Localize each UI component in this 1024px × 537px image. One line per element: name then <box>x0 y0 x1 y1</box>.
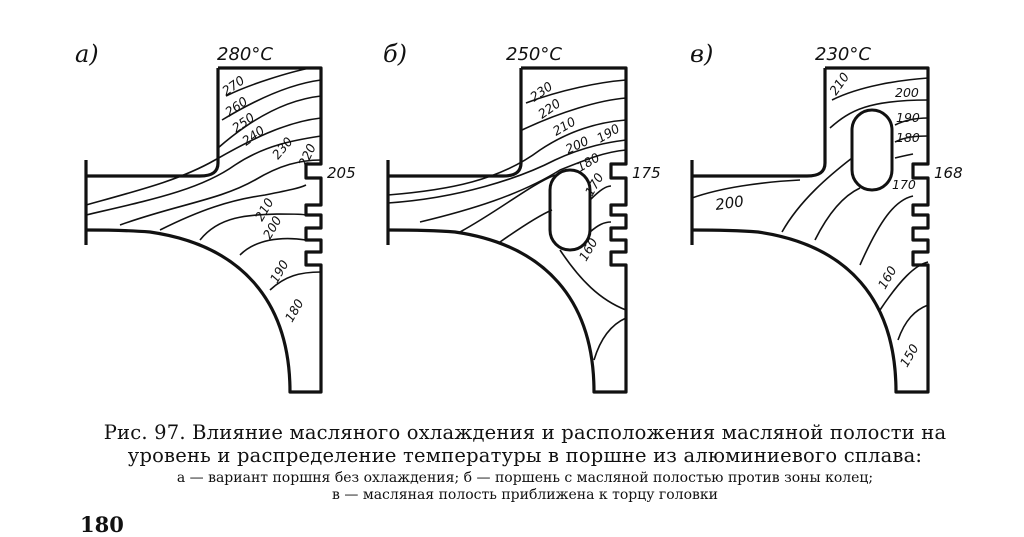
panel-a-side-temp: 205 <box>327 164 356 182</box>
panel-c-piston-outline <box>691 66 930 394</box>
panel-b-crown-edge <box>388 68 523 178</box>
isotherm-label: 270 <box>219 72 247 98</box>
legend-line: в — масляная полость приближена к торцу … <box>332 487 718 503</box>
isotherm-label: 230 <box>269 134 296 162</box>
panel-c-isotherm-labels: 210 200 190 180 170 200 160 150 <box>714 70 921 370</box>
isotherm-label: 180 <box>896 130 920 145</box>
panel-c-letter: в) <box>690 40 713 68</box>
panel-a-piston-outline <box>85 66 323 394</box>
isotherm-label: 190 <box>896 110 920 125</box>
legend-line: а — вариант поршня без охлаждения; б — п… <box>176 470 874 486</box>
panel-b-isotherms <box>387 79 627 361</box>
panel-b-side-temp: 175 <box>632 164 661 182</box>
panel-b-top-temp: 250°C <box>506 44 562 65</box>
isotherm-label: 180 <box>574 150 602 175</box>
panel-a-crown-edge <box>86 68 220 178</box>
isotherm-label: 190 <box>267 257 292 285</box>
isotherm-label: 210 <box>550 114 578 139</box>
panel-a: а) 280°C 205 270 260 250 240 230 220 210… <box>75 40 356 394</box>
isotherm-label: 180 <box>282 296 307 324</box>
panel-c-oil-cavity <box>850 108 894 192</box>
caption-line: Рис. 97. Влияние масляного охлаждения и … <box>103 421 947 444</box>
isotherm-label: 150 <box>897 341 922 369</box>
panel-b-piston-outline <box>387 66 628 394</box>
panel-c: в) 230°C 168 210 200 190 180 170 200 <box>690 40 963 394</box>
panel-b: б) 250°C 175 230 220 210 200 190 180 <box>383 40 661 394</box>
isotherm-label: 170 <box>892 177 916 192</box>
isotherm-label: 200 <box>895 85 919 100</box>
panel-c-top-temp: 230°C <box>815 44 871 65</box>
panel-c-crown-edge <box>692 68 827 178</box>
panel-b-oil-cavity <box>548 168 592 252</box>
panel-a-letter: а) <box>75 40 99 68</box>
panel-b-letter: б) <box>383 40 407 68</box>
caption-line: уровень и распределение температуры в по… <box>127 444 923 467</box>
page-number: 180 <box>80 512 124 537</box>
isotherm-label: 170 <box>582 170 607 198</box>
panel-a-isotherm-labels: 270 260 250 240 230 220 210 200 190 180 <box>219 72 319 324</box>
isotherm-label: 200 <box>714 192 745 214</box>
figure-legend: а — вариант поршня без охлаждения; б — п… <box>60 470 990 504</box>
figure-caption: Рис. 97. Влияние масляного охлаждения и … <box>60 421 990 467</box>
panel-a-isotherms <box>85 67 322 291</box>
panel-a-top-temp: 280°C <box>217 44 273 65</box>
panel-c-isotherms <box>691 77 929 341</box>
panel-c-side-temp: 168 <box>934 164 963 182</box>
